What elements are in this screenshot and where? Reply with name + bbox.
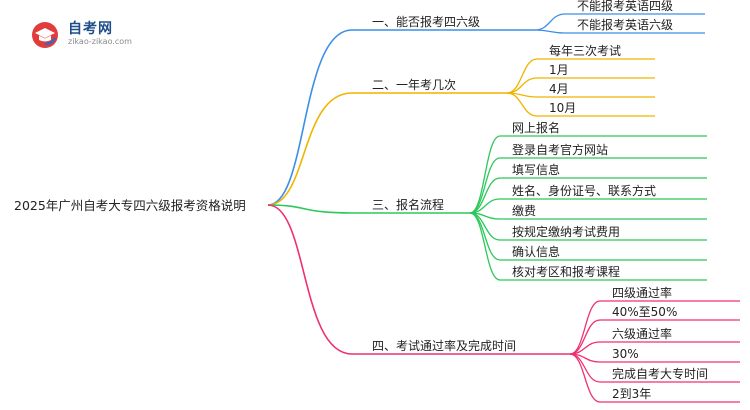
child-connector-2-1 <box>506 58 538 94</box>
child-connector-3-7 <box>469 212 501 261</box>
child-connector-4-2 <box>569 319 601 355</box>
branch-connector-2 <box>267 92 353 206</box>
child-connector-3-2 <box>469 157 501 214</box>
leaf-label-3-4: 姓名、身份证号、联系方式 <box>512 184 657 198</box>
branch-label-1: 一、能否报考四六级 <box>372 15 481 29</box>
leaf-label-3-3: 填写信息 <box>512 163 561 177</box>
child-connector-4-1 <box>569 300 601 355</box>
leaf-label-4-5: 完成自考大专时间 <box>612 367 709 381</box>
leaf-label-4-1: 四级通过率 <box>612 286 673 300</box>
leaf-label-4-2: 40%至50% <box>612 305 678 319</box>
child-connector-2-4 <box>506 92 538 117</box>
branch-connector-1 <box>267 29 353 206</box>
site-logo[interactable]: 自考网 zikao-zikao.com <box>30 16 150 52</box>
leaf-label-2-1: 每年三次考试 <box>549 44 622 58</box>
child-connector-2-2 <box>506 77 538 94</box>
child-connector-4-6 <box>569 353 601 403</box>
branch-connector-3 <box>267 204 353 214</box>
leaf-label-4-4: 30% <box>612 347 639 361</box>
leaf-label-3-2: 登录自考官方网站 <box>512 143 609 157</box>
branch-label-3: 三、报名流程 <box>372 198 445 212</box>
branch-label-4: 四、考试通过率及完成时间 <box>372 339 517 353</box>
leaf-label-3-5: 缴费 <box>512 204 537 218</box>
logo-subtitle: zikao-zikao.com <box>68 37 132 46</box>
child-connector-3-3 <box>469 177 501 214</box>
leaf-label-2-3: 4月 <box>549 82 569 96</box>
leaf-label-4-3: 六级通过率 <box>612 327 673 341</box>
leaf-label-2-4: 10月 <box>549 101 577 115</box>
leaf-label-3-1: 网上报名 <box>512 121 561 135</box>
leaf-label-3-6: 按规定缴纳考试费用 <box>512 225 621 239</box>
logo-title: 自考网 <box>68 21 113 37</box>
root-node-label: 2025年广州自考大专四六级报考资格说明 <box>14 198 246 213</box>
leaf-label-3-8: 核对考区和报考课程 <box>512 265 621 279</box>
branch-connector-4 <box>267 204 353 355</box>
graduation-cap-icon <box>32 22 58 48</box>
child-connector-3-1 <box>469 135 501 214</box>
leaf-label-1-1: 不能报考英语四级 <box>577 0 674 13</box>
leaf-label-3-7: 确认信息 <box>512 245 561 259</box>
child-connector-3-8 <box>469 212 501 281</box>
leaf-label-2-2: 1月 <box>549 63 569 77</box>
child-connector-1-1 <box>534 13 566 31</box>
leaf-label-1-2: 不能报考英语六级 <box>577 18 674 32</box>
leaf-label-4-6: 2到3年 <box>612 387 652 401</box>
branch-label-2: 二、一年考几次 <box>372 78 457 92</box>
child-connector-1-2 <box>534 29 566 34</box>
